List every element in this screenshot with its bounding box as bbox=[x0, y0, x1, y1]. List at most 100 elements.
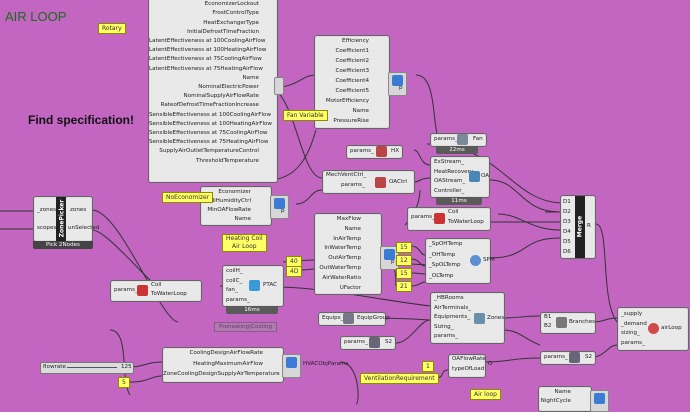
coil-left-output-coil[interactable]: Coil bbox=[151, 282, 162, 288]
coil-top-input[interactable]: params_ bbox=[411, 214, 435, 220]
airloop-input[interactable]: _supply bbox=[621, 311, 643, 317]
ptac-output[interactable]: PTAC bbox=[263, 282, 277, 288]
panel-ventilation[interactable]: VentilationRequirement bbox=[360, 373, 439, 384]
branches-component[interactable]: B1 B2 Branches bbox=[540, 312, 596, 334]
merge-input[interactable]: D1 bbox=[563, 199, 571, 205]
merge-input[interactable]: D3 bbox=[563, 219, 571, 225]
spm-output[interactable]: SPM bbox=[483, 257, 495, 263]
hvac-params-output[interactable]: HVACObjParams bbox=[303, 361, 349, 367]
zones-input[interactable]: Sizing_ bbox=[434, 323, 454, 330]
equipgroup-component[interactable]: Equips_ EquipGroup bbox=[318, 312, 390, 326]
hx-param-input[interactable]: LatentEffectiveness at 75HeatingAirFlow bbox=[149, 65, 263, 72]
disabled-preheating-label[interactable]: Preheating\Cooling bbox=[214, 322, 277, 332]
coil-left-input[interactable]: params_ bbox=[114, 287, 138, 293]
panel-heating-coil[interactable]: Heating Coil Air Loop bbox=[222, 234, 267, 252]
hx-param-input[interactable]: FrostControlType bbox=[212, 10, 259, 17]
coil-component-left[interactable]: params_ Coil ToWaterLoop bbox=[110, 280, 202, 302]
hvac-param-input[interactable]: CoolingDesignAirFlowRate bbox=[189, 350, 263, 356]
economizer-input[interactable]: MinOAFlowRate bbox=[207, 207, 251, 213]
oactrl-component[interactable]: MechVentCtrl_ params_ OACtrl bbox=[322, 170, 415, 194]
fan-output[interactable]: Fan bbox=[473, 136, 483, 142]
panel-15b[interactable]: 15 bbox=[396, 268, 412, 279]
fan-params-output[interactable]: p bbox=[399, 85, 403, 91]
zonepicker-input-scopes[interactable]: scopes bbox=[37, 225, 57, 231]
merge-input[interactable]: D4 bbox=[563, 229, 571, 235]
hx-component[interactable]: params_ HX bbox=[346, 145, 403, 159]
hvac-param-input[interactable]: HeatingMaximumAirFlow bbox=[193, 360, 263, 367]
zones-input[interactable]: _HBRooms bbox=[434, 295, 464, 301]
hx-param-input[interactable]: NominalSupplyAirFlowRate bbox=[183, 93, 259, 100]
spm-input[interactable]: _SpOLTemp bbox=[429, 262, 461, 268]
fan-param-input[interactable]: Efficiency bbox=[342, 38, 369, 44]
hx-param-input[interactable]: EconomizerLockout bbox=[204, 1, 259, 8]
heating-coil-input[interactable]: OutWaterTemp bbox=[319, 265, 361, 271]
coil-component-top[interactable]: params_ Coil ToWaterLoop bbox=[407, 207, 491, 231]
fan-param-input[interactable]: Coefficient1 bbox=[335, 48, 369, 54]
hvac-param-input[interactable]: ZoneCoolingDesignSupplyAirTemperature bbox=[163, 371, 280, 377]
branches-output[interactable]: Branches bbox=[569, 319, 596, 325]
oaflowrate-component[interactable]: OAFlowRate typeOfLoad O bbox=[448, 354, 492, 378]
spm-input[interactable]: _SpOHTemp bbox=[429, 241, 463, 247]
hx-param-input[interactable]: HeatExchangerType bbox=[203, 19, 259, 26]
ptac-component[interactable]: coilH_coilC_fan_params_ PTAC bbox=[222, 265, 284, 307]
heating-coil-input[interactable]: MaxFlow bbox=[336, 216, 361, 222]
fan-param-input[interactable]: Coefficient4 bbox=[335, 78, 369, 84]
hx-param-input[interactable]: RateofDefrostTimeFractionIncrease bbox=[160, 102, 259, 109]
hx-param-input[interactable]: LatentEffectiveness at 100CoolingAirFlow bbox=[149, 38, 266, 44]
merge-input[interactable]: D6 bbox=[563, 249, 571, 255]
panel-no-economizer[interactable]: NoEconomizer bbox=[162, 192, 214, 203]
heating-coil-output[interactable]: p bbox=[391, 259, 395, 265]
merge-input[interactable]: D2 bbox=[563, 209, 571, 215]
hx-param-input[interactable]: LatentEffectiveness at 75CoolingAirFlow bbox=[149, 56, 262, 63]
hx-param-input[interactable]: SensibleEffectiveness at 100HeatingAirFl… bbox=[149, 120, 272, 127]
oactrl-output[interactable]: OACtrl bbox=[389, 179, 407, 185]
fan-component[interactable]: params_ Fan bbox=[430, 133, 487, 147]
sizing-component-b[interactable]: params_ S2 bbox=[540, 351, 596, 365]
oactrl-input-params[interactable]: params_ bbox=[341, 182, 365, 188]
hx-param-input[interactable]: InitialDefrostTimeFraction bbox=[187, 28, 259, 35]
heating-coil-input[interactable]: InAirTemp bbox=[333, 235, 361, 242]
branches-input-b1[interactable]: B1 bbox=[544, 314, 552, 320]
fan-param-input[interactable]: Coefficient5 bbox=[335, 88, 369, 94]
airloop-input[interactable]: _demand bbox=[621, 320, 647, 327]
sizing-component-a[interactable]: params_ S2 bbox=[340, 336, 396, 350]
oaflowrate-output[interactable]: O bbox=[488, 361, 493, 367]
oa-input[interactable]: Controller_ bbox=[434, 187, 465, 194]
oa-input[interactable]: HeatRecovery_ bbox=[434, 168, 477, 175]
fan-param-input[interactable]: PressureRise bbox=[333, 118, 369, 124]
airloop-output[interactable]: airLoop bbox=[661, 325, 682, 331]
heating-coil-input[interactable]: OutAirTemp bbox=[328, 255, 361, 262]
zones-input[interactable]: Equipments_ bbox=[434, 314, 471, 320]
oa-input[interactable]: ExStream_ bbox=[434, 159, 464, 165]
hx-param-input[interactable]: SensibleEffectiveness at 100CoolingAirFl… bbox=[149, 111, 272, 118]
ptac-input[interactable]: fan_ bbox=[226, 287, 238, 293]
oa-component[interactable]: ExStream_ HeatRecovery_ OAStream_ Controlle… bbox=[430, 156, 490, 198]
economizer-input[interactable]: Economizer bbox=[218, 189, 251, 195]
economizer-input[interactable]: HiHumidityCtrl bbox=[209, 198, 251, 204]
heating-coil-input[interactable]: InWaterTemp bbox=[324, 245, 361, 252]
panel-fan-variable[interactable]: Fan Variable bbox=[283, 110, 328, 121]
panel-one[interactable]: 1 bbox=[422, 361, 434, 372]
merge-output[interactable]: R bbox=[587, 223, 591, 229]
ptac-input[interactable]: params_ bbox=[226, 296, 250, 303]
branches-input-b2[interactable]: B2 bbox=[544, 323, 552, 329]
fan-input[interactable]: params_ bbox=[434, 136, 458, 142]
hx-params-node[interactable]: AvailabilityScheduleEconomizerLockoutFro… bbox=[148, 0, 284, 183]
hx-param-input[interactable]: SensibleEffectiveness at 75CoolingAirFlo… bbox=[149, 130, 268, 136]
hx-param-input[interactable]: Name bbox=[242, 74, 259, 81]
fan-param-input[interactable]: Name bbox=[352, 108, 369, 114]
sizing-b-output[interactable]: S2 bbox=[585, 354, 593, 360]
oactrl-input-mechvent[interactable]: MechVentCtrl_ bbox=[326, 172, 367, 178]
ptac-input[interactable]: coilH_ bbox=[226, 268, 243, 274]
oa-input[interactable]: OAStream_ bbox=[434, 178, 466, 184]
slider-track[interactable] bbox=[67, 367, 117, 368]
fan-param-input[interactable]: Coefficient3 bbox=[335, 68, 369, 74]
spm-input[interactable]: _OHTemp bbox=[429, 251, 456, 258]
airloop-input[interactable]: sizing_ bbox=[621, 330, 640, 336]
